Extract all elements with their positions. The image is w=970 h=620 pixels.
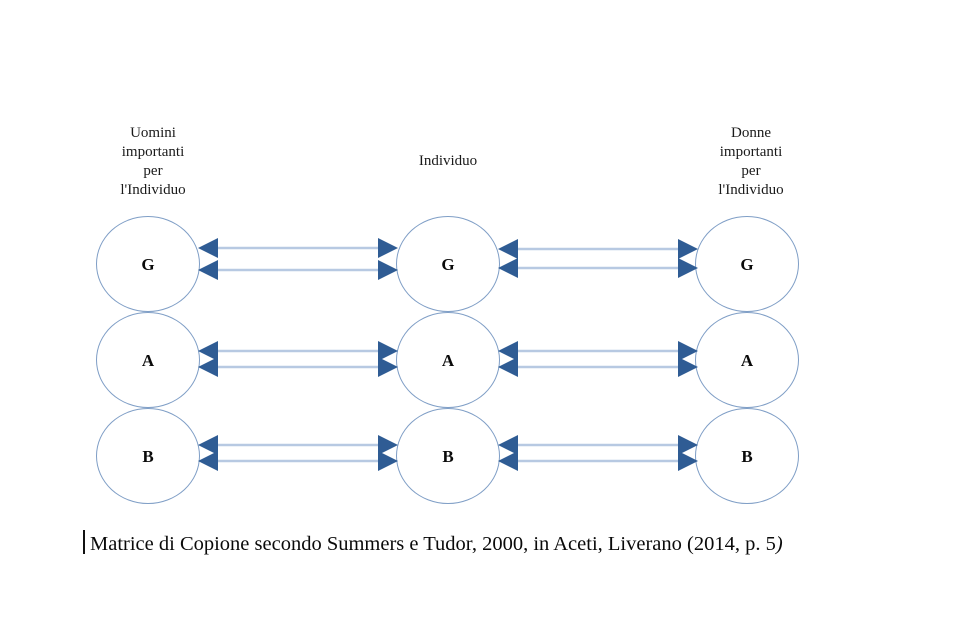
double-arrow-pair-left-a bbox=[198, 341, 398, 377]
double-arrow-pair-right-b bbox=[498, 435, 698, 471]
caption-cursor-bar bbox=[83, 530, 85, 554]
double-arrow-pair-right-a bbox=[498, 341, 698, 377]
node-right-g-label: G bbox=[740, 254, 754, 274]
column-label-donne: Donne importanti per l'Individuo bbox=[718, 125, 784, 198]
node-right-b-label: B bbox=[741, 446, 753, 466]
node-middle-a[interactable]: A bbox=[396, 312, 500, 408]
node-middle-b[interactable]: B bbox=[396, 408, 500, 504]
node-left-b[interactable]: B bbox=[96, 408, 200, 504]
double-arrow-pair-right-g bbox=[498, 239, 698, 278]
column-label-individuo: Individuo bbox=[418, 153, 478, 169]
node-middle-a-label: A bbox=[441, 350, 455, 370]
connector-right-b[interactable] bbox=[496, 434, 700, 474]
connector-right-a[interactable] bbox=[496, 340, 700, 380]
connector-left-b[interactable] bbox=[196, 434, 400, 474]
node-left-g-label: G bbox=[141, 254, 155, 274]
figure-caption: Matrice di Copione secondo Summers e Tud… bbox=[83, 530, 783, 558]
caption-text: Matrice di Copione secondo Summers e Tud… bbox=[90, 533, 776, 555]
node-left-a[interactable]: A bbox=[96, 312, 200, 408]
node-middle-g[interactable]: G bbox=[396, 216, 500, 312]
column-label-uomini: Uomini importanti per l'Individuo bbox=[120, 125, 186, 198]
node-right-g[interactable]: G bbox=[695, 216, 799, 312]
node-left-g[interactable]: G bbox=[96, 216, 200, 312]
node-right-b[interactable]: B bbox=[695, 408, 799, 504]
node-right-a-label: A bbox=[740, 350, 754, 370]
node-left-b-label: B bbox=[142, 446, 154, 466]
node-right-a[interactable]: A bbox=[695, 312, 799, 408]
double-arrow-pair-left-b bbox=[198, 435, 398, 471]
double-arrow-pair-left-g bbox=[198, 238, 398, 280]
node-middle-b-label: B bbox=[442, 446, 454, 466]
connector-left-g[interactable] bbox=[196, 236, 400, 284]
connector-left-a[interactable] bbox=[196, 340, 400, 380]
node-middle-g-label: G bbox=[441, 254, 455, 274]
caption-text-tail: ) bbox=[775, 533, 783, 555]
node-left-a-label: A bbox=[141, 350, 155, 370]
connector-right-g[interactable] bbox=[496, 238, 700, 282]
